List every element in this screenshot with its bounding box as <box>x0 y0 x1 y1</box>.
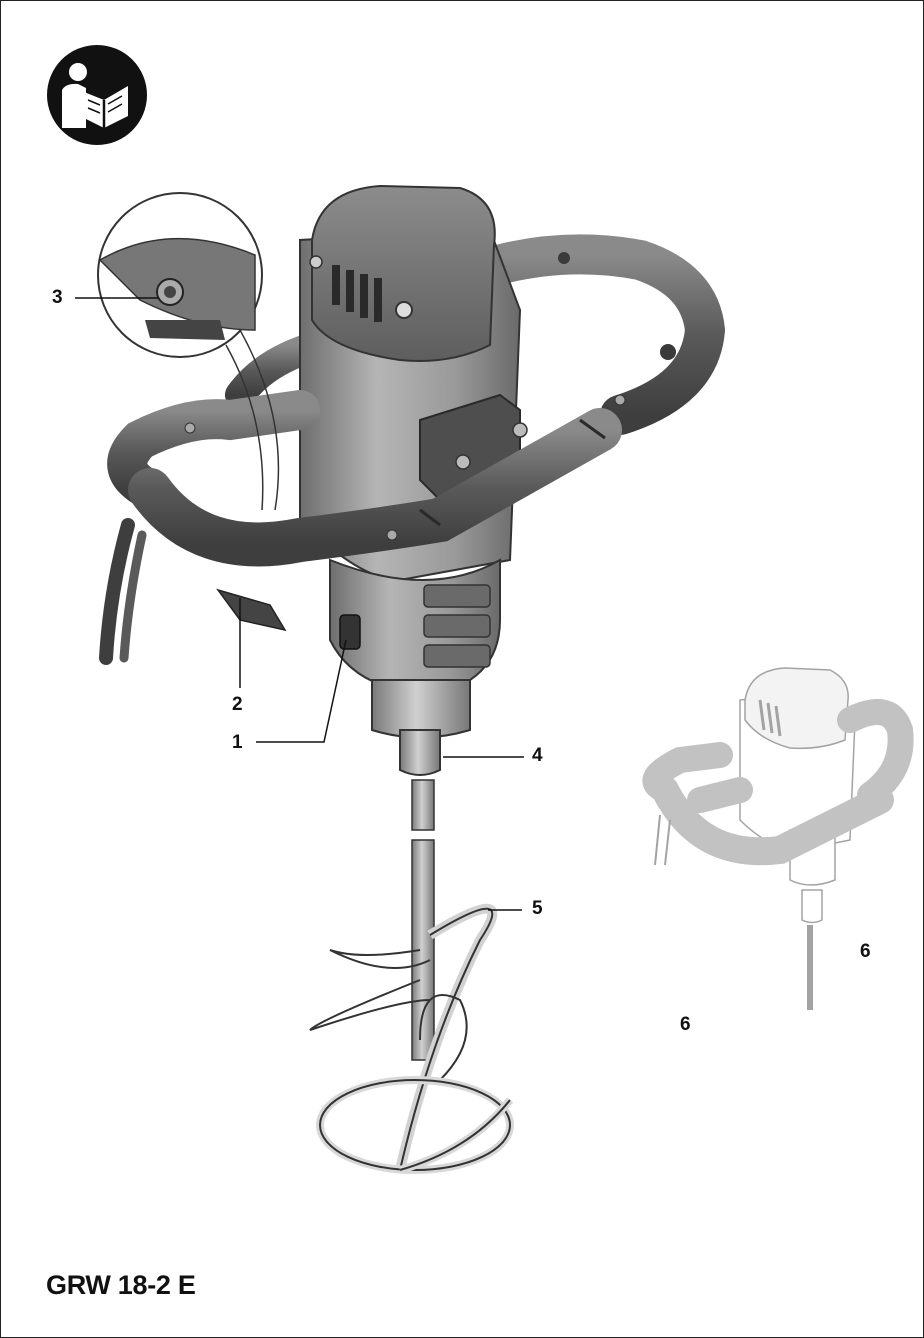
callout-6-left: 6 <box>680 1014 691 1035</box>
inset-handle-illustration <box>642 667 914 1010</box>
callout-leaders <box>75 297 524 911</box>
callout-4: 4 <box>532 745 543 766</box>
power-cable <box>99 518 147 665</box>
read-manual-icon <box>47 45 147 145</box>
callout-6-right: 6 <box>860 941 871 962</box>
detail-zoom-bubble <box>97 192 280 511</box>
model-title: GRW 18-2 E <box>46 1270 196 1300</box>
mixer-shaft <box>411 779 435 1061</box>
mixing-paddle <box>309 903 514 1174</box>
callout-2: 2 <box>232 694 243 715</box>
callout-5: 5 <box>532 898 543 919</box>
callout-1: 1 <box>232 732 243 753</box>
callout-3: 3 <box>52 287 63 308</box>
handle-front <box>107 390 626 632</box>
